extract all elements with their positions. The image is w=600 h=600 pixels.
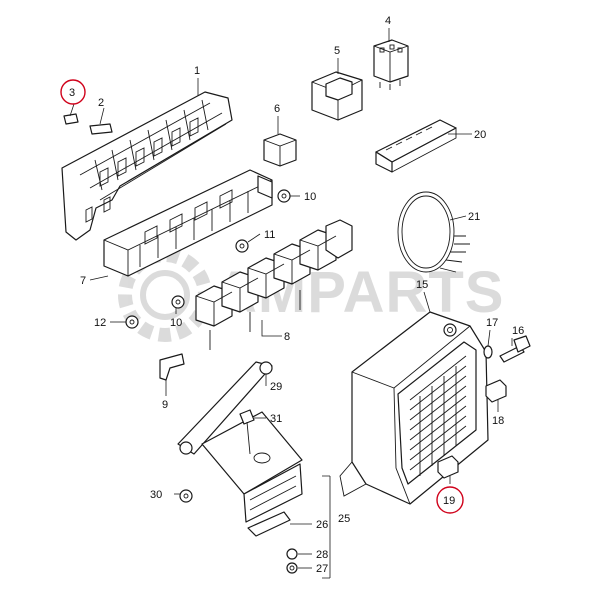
callout-30: 30: [150, 489, 162, 501]
nut-30: [179, 489, 193, 503]
callout-17: 17: [486, 317, 498, 329]
callout-1: 1: [194, 65, 200, 77]
callout-16: 16: [512, 325, 524, 337]
connector-18: [485, 379, 507, 403]
connector-19: [437, 455, 459, 479]
callout-7: 7: [80, 275, 86, 287]
bolt-31: [239, 409, 255, 455]
highlight-ring-19: [436, 486, 464, 514]
relay-5: [311, 71, 363, 121]
callout-31: 31: [270, 413, 282, 425]
callout-10-upper: 10: [304, 191, 316, 203]
bracket-arm: [177, 361, 273, 455]
wiring-harness-loop: [397, 191, 470, 273]
nut-27: [286, 562, 298, 574]
nut-10-upper: [277, 189, 291, 203]
callout-18: 18: [492, 415, 504, 427]
callout-27: 27: [316, 563, 328, 575]
mini-fuse: [63, 113, 79, 125]
callout-labels: 1 2 3 4 5 6 7 8 9 10 10 11 12 15 16 17 1…: [60, 15, 524, 575]
callout-25: 25: [338, 513, 350, 525]
relay-4: [373, 39, 409, 90]
callout-19: 19: [443, 495, 455, 507]
callout-28: 28: [316, 549, 328, 561]
nut-28: [286, 548, 298, 560]
callout-10-lower: 10: [170, 317, 182, 329]
highlight-ring-3: [60, 79, 86, 105]
clip-9: [159, 353, 185, 381]
connector-strip: [375, 119, 457, 173]
nut-12: [125, 315, 139, 329]
relay-carrier-top-plate: [61, 91, 233, 241]
relay-base-housing: [103, 169, 273, 277]
fuse-strip: [89, 123, 113, 135]
callout-4: 4: [385, 15, 391, 27]
callout-29: 29: [270, 381, 282, 393]
callout-9: 9: [162, 399, 168, 411]
callout-11: 11: [264, 229, 275, 241]
nut-10-lower: [171, 295, 185, 309]
control-unit-housing: [339, 311, 489, 505]
callout-2: 2: [98, 97, 104, 109]
callout-12: 12: [94, 317, 106, 329]
callout-6: 6: [274, 103, 280, 115]
callout-5: 5: [334, 45, 340, 57]
callout-26: 26: [316, 519, 328, 531]
nut-11: [235, 239, 249, 253]
mounting-bracket: [201, 411, 303, 537]
callout-20: 20: [474, 129, 486, 141]
relay-row: [195, 219, 353, 350]
callout-15: 15: [416, 279, 428, 291]
leader-lines: [69, 28, 513, 579]
washer-17: [483, 345, 493, 359]
callout-3: 3: [69, 87, 75, 99]
relay-6: [263, 133, 297, 167]
callout-8: 8: [284, 331, 290, 343]
bolt-16: [499, 335, 531, 363]
callout-21: 21: [468, 211, 480, 223]
